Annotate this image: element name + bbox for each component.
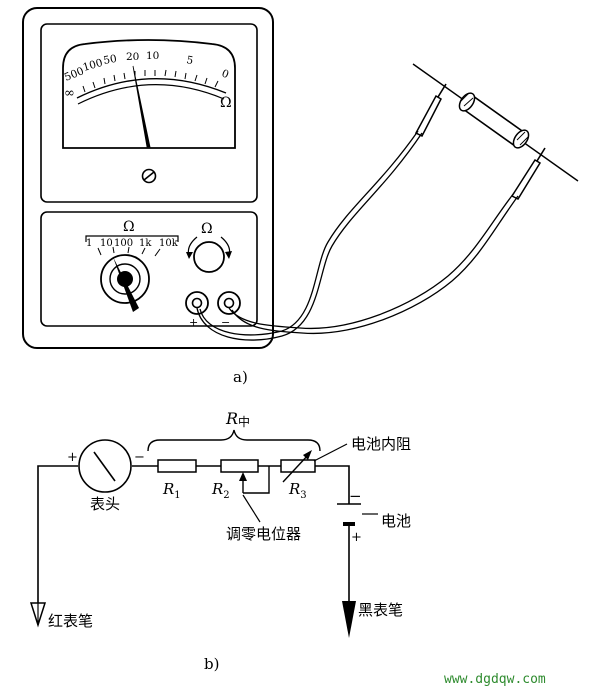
caption-b: b) bbox=[204, 655, 219, 673]
test-lead-red bbox=[196, 130, 423, 341]
range-unit-ohm: Ω bbox=[123, 219, 135, 235]
probe-red[interactable] bbox=[414, 83, 447, 138]
scale-label-20: 20 bbox=[126, 51, 139, 63]
potentiometer-leader bbox=[242, 494, 261, 523]
black-probe-symbol bbox=[342, 601, 356, 638]
range-selector[interactable]: Ω 1 10 100 1k 10k bbox=[85, 219, 179, 312]
resistor-r2 bbox=[220, 459, 259, 473]
circuit-wires bbox=[37, 465, 350, 618]
battery-plus: + bbox=[351, 530, 362, 545]
scale-label-100: 100 bbox=[82, 57, 105, 74]
watermark: www.dgdqw.com bbox=[444, 672, 546, 687]
scale-label-10: 10 bbox=[146, 50, 159, 62]
black-probe-label: 黑表笔 bbox=[358, 601, 403, 619]
range-option-100[interactable]: 100 bbox=[114, 238, 133, 249]
potentiometer-wiper bbox=[239, 466, 270, 494]
scale-label-5: 5 bbox=[185, 54, 194, 67]
r1-label: R1 bbox=[162, 480, 181, 501]
terminal-negative-sign: − bbox=[221, 316, 230, 329]
range-option-10[interactable]: 10 bbox=[100, 238, 113, 249]
multimeter-body bbox=[22, 7, 274, 349]
meter-head-minus: − bbox=[134, 450, 145, 465]
meter-head-plus: + bbox=[67, 450, 78, 465]
terminal-positive[interactable] bbox=[185, 291, 209, 315]
r3-label: R3 bbox=[288, 480, 307, 501]
range-option-1[interactable]: 1 bbox=[86, 238, 92, 249]
terminal-positive-sign: + bbox=[189, 316, 198, 329]
r-mid-brace bbox=[147, 429, 321, 452]
red-probe-symbol bbox=[29, 602, 47, 628]
zero-adjust-label: Ω bbox=[201, 221, 213, 237]
r-mid-label: R中 bbox=[225, 409, 250, 429]
terminal-negative[interactable] bbox=[217, 291, 241, 315]
red-probe-label: 红表笔 bbox=[48, 612, 93, 630]
r3-variable-arrow bbox=[282, 450, 312, 483]
meter-head-label: 表头 bbox=[90, 495, 120, 513]
resistor-under-test bbox=[412, 63, 579, 182]
battery-label: 电池 bbox=[381, 512, 411, 530]
probe-black[interactable] bbox=[510, 147, 546, 200]
scale-label-0: 0 bbox=[220, 68, 230, 82]
scale-arc-inner bbox=[77, 84, 225, 105]
scale-unit-ohm: Ω bbox=[220, 95, 232, 111]
mechanical-zero-screw[interactable] bbox=[141, 168, 157, 184]
r2-label: R2 bbox=[211, 480, 230, 501]
infinity-mark: ∞ bbox=[64, 86, 75, 101]
battery-internal-leader bbox=[313, 443, 348, 462]
resistor-r3 bbox=[280, 459, 316, 473]
meter-head-symbol bbox=[78, 439, 132, 493]
caption-a: a) bbox=[233, 368, 248, 386]
resistor-r1 bbox=[157, 459, 197, 473]
battery-internal-label: 电池内阻 bbox=[351, 435, 411, 453]
range-option-1k[interactable]: 1k bbox=[139, 238, 152, 249]
meter-window: 500 100 50 20 10 5 0 ∞ Ω bbox=[62, 39, 236, 149]
scale-label-50: 50 bbox=[102, 53, 117, 67]
range-knob[interactable] bbox=[100, 254, 150, 304]
meter-needle bbox=[132, 65, 151, 148]
scale-arc-outer bbox=[76, 77, 227, 99]
range-option-10k[interactable]: 10k bbox=[159, 238, 179, 249]
ohm-zero-adjust-knob[interactable]: Ω bbox=[186, 221, 232, 273]
battery-minus: − bbox=[349, 487, 362, 505]
potentiometer-label: 调零电位器 bbox=[226, 525, 301, 543]
battery-symbol bbox=[337, 503, 361, 526]
test-lead-black bbox=[228, 192, 519, 335]
